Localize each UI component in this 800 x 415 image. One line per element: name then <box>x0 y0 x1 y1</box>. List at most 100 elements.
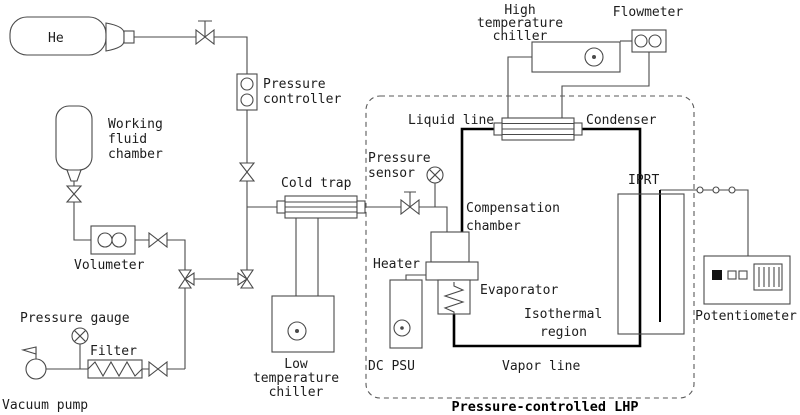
dc-psu-label: DC PSU <box>368 359 415 374</box>
evaporator-label: Evaporator <box>480 283 558 298</box>
three-way-valve-left <box>177 269 195 289</box>
lt-chiller-pump-dot <box>295 329 299 333</box>
liquid-line-label: Liquid line <box>408 113 494 128</box>
condenser-cap <box>493 122 503 136</box>
pipe-coolant-flowmeter-right <box>561 52 650 118</box>
volumeter-label: Volumeter <box>74 258 145 273</box>
valve-pressure-controller-line <box>238 162 256 182</box>
vacuum-pump: Vacuum pump <box>2 346 88 413</box>
cold-trap-cap <box>276 200 286 214</box>
potentiometer-label: Potentiometer <box>695 309 797 324</box>
vapor-line-label: Vapor line <box>502 359 580 374</box>
diagram-title: Pressure-controlled LHP <box>452 399 639 415</box>
ht-chiller-label: chiller <box>493 29 548 44</box>
pipe-he-to-controller <box>134 36 248 74</box>
cold-trap-tubes <box>285 201 357 213</box>
wire-connector-icon <box>712 186 720 194</box>
wfc-neck <box>66 169 82 182</box>
volumeter: Volumeter <box>74 225 145 273</box>
wfc-body <box>55 105 93 171</box>
controller-dial-icon <box>240 77 254 91</box>
pump-icon <box>25 358 47 380</box>
pressure-controller-label: controller <box>263 92 341 107</box>
valve-body <box>65 185 83 203</box>
flowmeter: Flowmeter <box>613 5 684 53</box>
evaporator: Evaporator <box>437 279 558 315</box>
valve-vacuum-line <box>148 360 168 378</box>
valve-cold-trap-outlet <box>400 191 420 216</box>
dc-psu: DC PSU <box>368 279 423 374</box>
iprt-label: IPRT <box>628 173 659 188</box>
wfc-label: chamber <box>108 147 163 162</box>
potentiometer: Potentiometer <box>695 255 797 324</box>
valve-body <box>195 28 215 46</box>
condenser-cap <box>573 122 583 136</box>
high-temperature-chiller: High temperature chiller <box>477 3 621 73</box>
valve-body <box>400 198 420 216</box>
lhp-boundary <box>365 95 695 399</box>
vacuum-pump-label: Vacuum pump <box>2 398 88 413</box>
pressure-gauge: Pressure gauge <box>20 311 130 345</box>
pressure-controller-label: Pressure <box>263 77 326 92</box>
lt-chiller-label: chiller <box>269 385 324 400</box>
flowmeter-label: Flowmeter <box>613 5 684 20</box>
filter: Filter <box>87 344 143 379</box>
wfc-label: fluid <box>108 132 147 147</box>
low-temperature-chiller: Low temperature chiller <box>253 295 339 400</box>
cold-trap-label: Cold trap <box>281 176 352 191</box>
ht-chiller-label: High <box>504 3 535 18</box>
wfc-label: Working <box>108 117 163 132</box>
pressure-gauge-label: Pressure gauge <box>20 311 130 326</box>
gauge-cross-icon <box>73 329 87 343</box>
valve-volumeter-outlet <box>148 231 168 249</box>
wire-connector-icon <box>696 186 704 194</box>
ht-chiller-label: temperature <box>477 16 563 31</box>
pump-flag-icon <box>20 346 37 355</box>
compensation-chamber: Compensation chamber <box>430 201 560 263</box>
condenser-tubes <box>502 122 574 136</box>
flowmeter-dial-icon <box>648 34 662 48</box>
compensation-chamber-label: Compensation <box>466 201 560 216</box>
pipe-coolant-chiller-left <box>507 56 532 118</box>
valve-body <box>237 269 255 289</box>
valve-body <box>177 269 195 289</box>
filter-zigzag-icon <box>87 360 143 378</box>
iprt-wire-connectors <box>696 186 736 194</box>
potentiometer-display-hatch <box>758 267 780 287</box>
pressure-sensor-label: Pressure <box>368 151 431 166</box>
he-cylinder-neck <box>105 22 125 52</box>
psu-body <box>389 279 423 349</box>
heater-label: Heater <box>373 257 420 272</box>
pressure-sensor: Pressure sensor <box>368 151 444 184</box>
valve-handle <box>198 20 212 37</box>
ht-chiller-body <box>531 41 621 73</box>
valve-body <box>148 231 168 249</box>
valve-wfc-outlet <box>65 185 83 203</box>
cold-trap-cap <box>356 200 366 214</box>
filter-label: Filter <box>90 344 137 359</box>
liquid-line-pipe <box>460 127 494 232</box>
working-fluid-chamber: Working fluid chamber <box>55 105 163 182</box>
three-way-valve-right <box>237 269 255 289</box>
potentiometer-button <box>738 270 748 280</box>
isothermal-region-box <box>617 193 685 335</box>
lt-chiller-label: Low <box>284 357 308 372</box>
ht-chiller-pump-dot <box>592 55 596 59</box>
wire-connector-icon <box>728 186 736 194</box>
wire-iprt-to-potentiometer <box>660 189 749 256</box>
he-label: He <box>48 31 64 46</box>
condenser: Liquid line Condenser <box>408 113 657 141</box>
wire-psu-to-heater <box>405 274 426 280</box>
pressure-sensor-label: sensor <box>368 166 415 181</box>
valve-body <box>238 162 256 182</box>
isothermal-region-label: region <box>540 325 587 340</box>
isothermal-region-label: Isothermal <box>524 307 602 322</box>
sensor-cross-icon <box>428 168 442 182</box>
volumeter-dial-icon <box>97 232 113 248</box>
pressure-controller: Pressure controller <box>236 73 341 111</box>
flowmeter-dial-icon <box>634 34 648 48</box>
potentiometer-button <box>727 270 737 280</box>
he-cylinder: He <box>9 16 135 56</box>
heater-body <box>425 261 479 281</box>
